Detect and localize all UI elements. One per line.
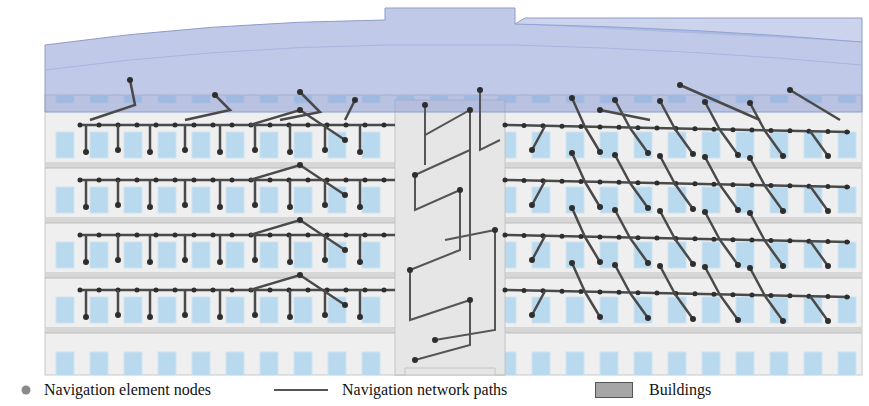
legend-entry: Buildings	[595, 377, 711, 403]
legend-entry: Navigation network paths	[272, 377, 507, 403]
legend-label: Navigation network paths	[342, 381, 507, 399]
legend-swatch	[595, 382, 633, 398]
legend-label: Buildings	[649, 381, 711, 399]
legend-label: Navigation element nodes	[44, 381, 211, 399]
building-illustration	[0, 0, 869, 376]
legend-dot-sample	[20, 384, 32, 396]
legend-entry: Navigation element nodes	[20, 377, 211, 403]
legend-line-sample	[272, 385, 330, 395]
legend: Navigation element nodes Navigation netwo…	[0, 377, 869, 403]
